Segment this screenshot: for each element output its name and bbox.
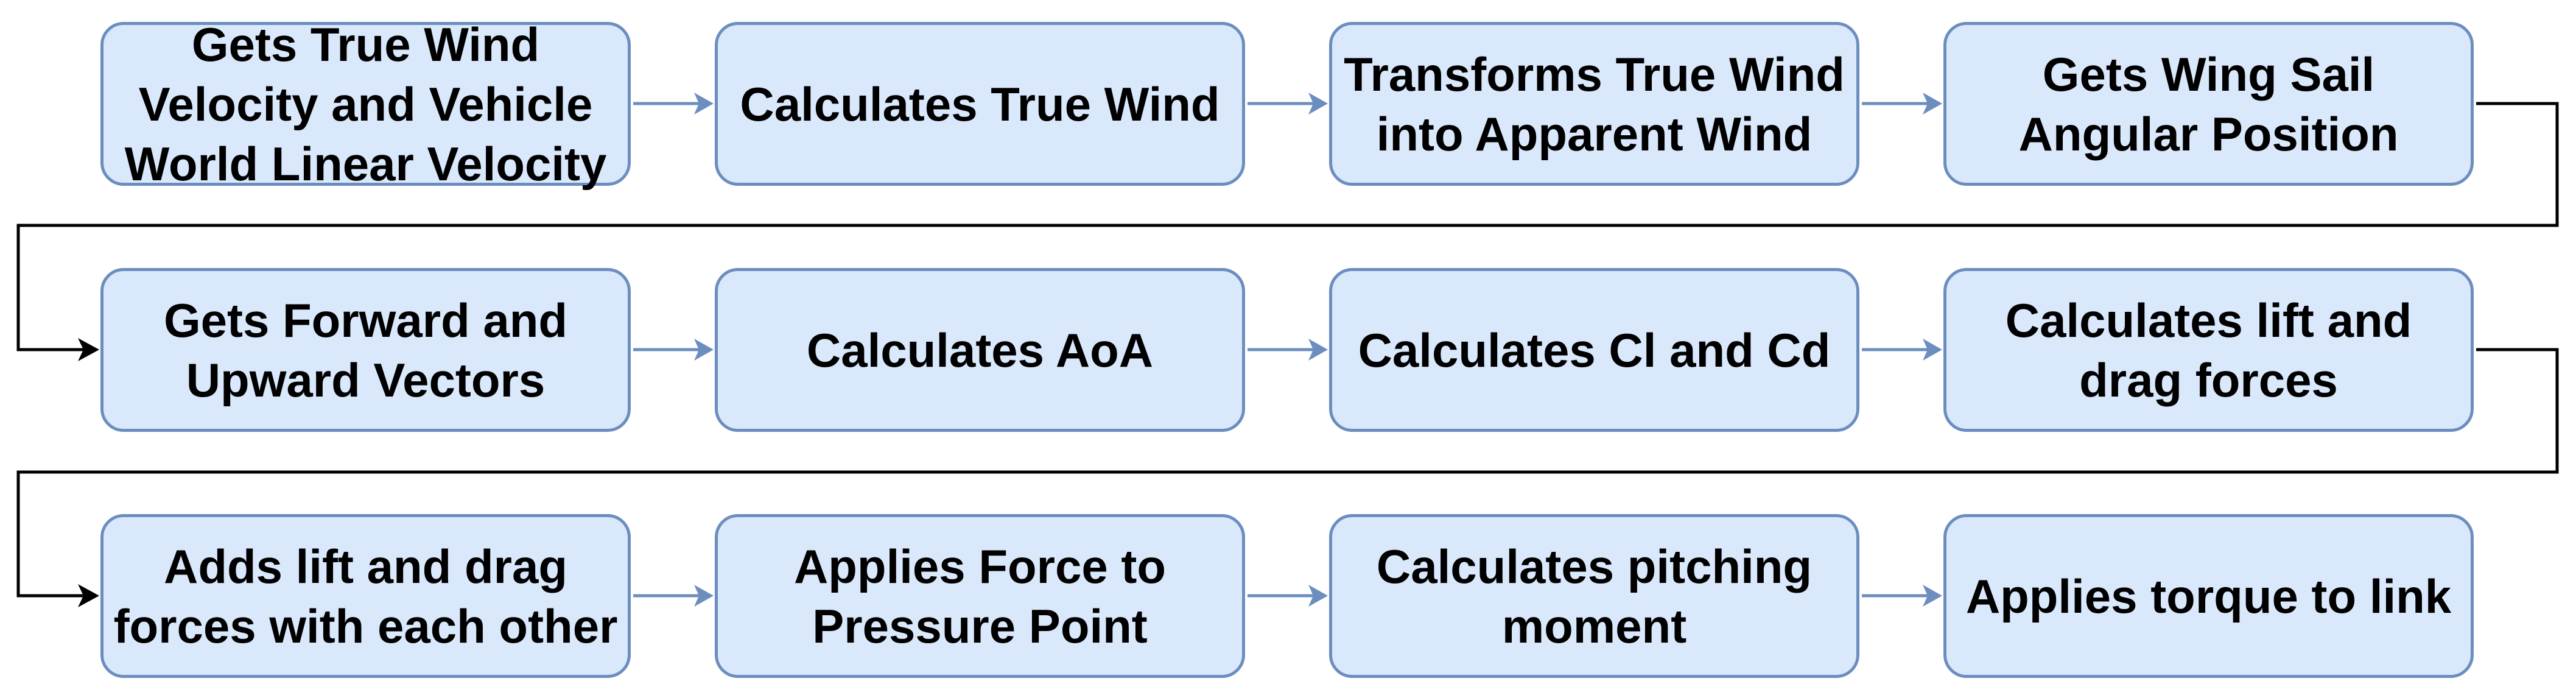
- step-calculate-true-wind: Calculates True Wind: [715, 22, 1245, 186]
- step-label: Calculates pitching moment: [1376, 539, 1813, 653]
- step-label: Adds lift and drag forces with each othe…: [113, 539, 618, 653]
- step-calculate-cl-cd: Calculates Cl and Cd: [1329, 268, 1859, 432]
- step-calculate-aoa: Calculates AoA: [715, 268, 1245, 432]
- arrow-row3-1: [633, 585, 714, 607]
- arrow-row3-2: [1248, 585, 1328, 607]
- arrow-row2-2: [1248, 339, 1328, 361]
- wrap-connector-row2-to-row3: [16, 348, 2559, 607]
- arrow-row1-2: [1248, 93, 1328, 115]
- step-label: Calculates AoA: [806, 323, 1154, 377]
- step-label: Gets Wing Sail Angular Position: [2018, 47, 2399, 161]
- step-label: Calculates lift and drag forces: [2005, 293, 2412, 407]
- arrow-row3-3: [1862, 585, 1942, 607]
- step-forward-upward-vectors: Gets Forward and Upward Vectors: [100, 268, 631, 432]
- arrow-row2-3: [1862, 339, 1942, 361]
- wrap-connector-row1-to-row2: [16, 102, 2559, 361]
- step-label: Transforms True Wind into Apparent Wind: [1344, 47, 1845, 161]
- step-calculate-pitching-moment: Calculates pitching moment: [1329, 514, 1859, 678]
- step-label: Gets Forward and Upward Vectors: [163, 293, 568, 407]
- step-label: Calculates True Wind: [740, 77, 1220, 131]
- step-lift-drag-forces: Calculates lift and drag forces: [1943, 268, 2474, 432]
- step-transform-apparent-wind: Transforms True Wind into Apparent Wind: [1329, 22, 1859, 186]
- step-wing-sail-angular-position: Gets Wing Sail Angular Position: [1943, 22, 2474, 186]
- step-apply-force-pressure-point: Applies Force to Pressure Point: [715, 514, 1245, 678]
- arrow-row2-1: [633, 339, 714, 361]
- arrow-row1-1: [633, 93, 714, 115]
- step-label: Calculates Cl and Cd: [1358, 323, 1831, 377]
- step-true-wind-vehicle-velocity: Gets True Wind Velocity and Vehicle Worl…: [100, 18, 631, 191]
- step-add-lift-drag: Adds lift and drag forces with each othe…: [100, 514, 631, 678]
- step-label: Applies torque to link: [1965, 569, 2452, 623]
- step-label: Gets True Wind Velocity and Vehicle Worl…: [124, 17, 607, 191]
- step-apply-torque: Applies torque to link: [1943, 514, 2474, 678]
- step-label: Applies Force to Pressure Point: [793, 539, 1167, 653]
- arrow-row1-3: [1862, 93, 1942, 115]
